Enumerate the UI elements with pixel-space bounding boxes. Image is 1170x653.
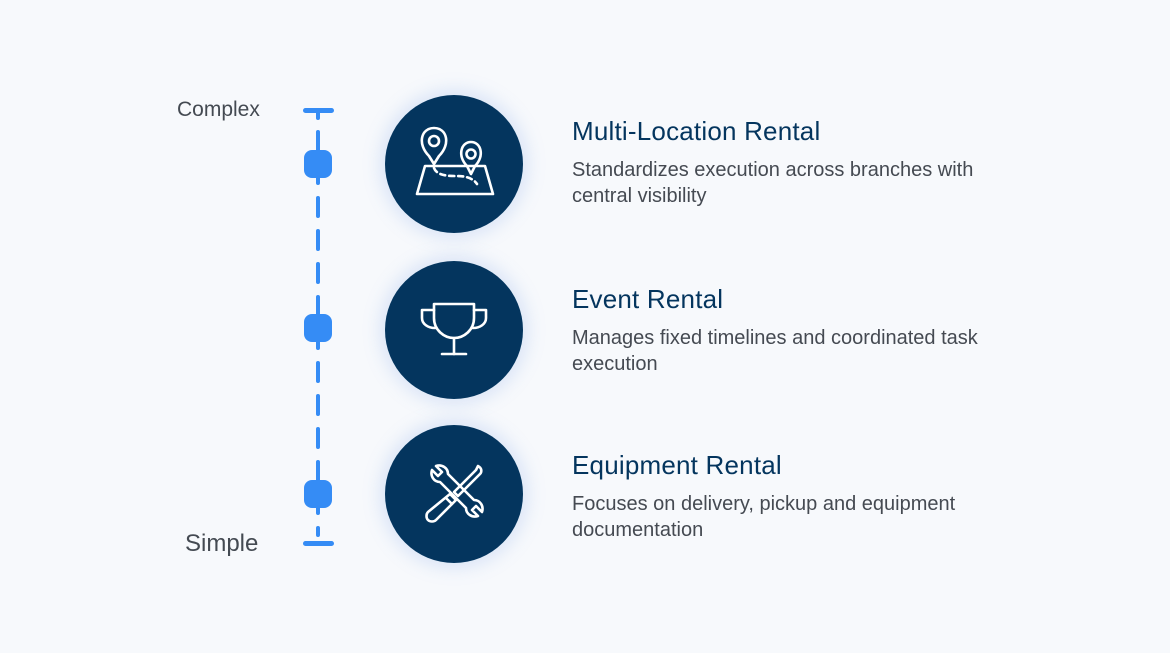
axis-node-equipment (304, 480, 332, 508)
trophy-icon (420, 302, 488, 356)
axis-node-multi-location (304, 150, 332, 178)
axis-top-cap (303, 108, 334, 113)
axis-node-event (304, 314, 332, 342)
item-title: Event Rental (572, 284, 724, 314)
item-description: Focuses on delivery, pickup and equipmen… (572, 493, 956, 541)
equipment-icon-circle (385, 425, 523, 563)
map-pins-icon (415, 126, 495, 196)
axis-label-complex: Complex (177, 98, 260, 121)
item-title: Equipment Rental (572, 450, 782, 480)
event-text: Event Rental Manages fixed timelines and… (572, 284, 1032, 377)
equipment-text: Equipment Rental Focuses on delivery, pi… (572, 450, 1032, 543)
multi-location-text: Multi-Location Rental Standardizes execu… (572, 116, 1032, 209)
multi-location-icon-circle (385, 95, 523, 233)
item-title: Multi-Location Rental (572, 116, 821, 146)
axis-bottom-cap (303, 541, 334, 546)
event-icon-circle (385, 261, 523, 399)
item-description: Manages fixed timelines and coordinated … (572, 327, 978, 375)
axis-label-simple: Simple (185, 530, 259, 557)
tools-icon (425, 464, 484, 523)
item-description: Standardizes execution across branches w… (572, 159, 974, 207)
